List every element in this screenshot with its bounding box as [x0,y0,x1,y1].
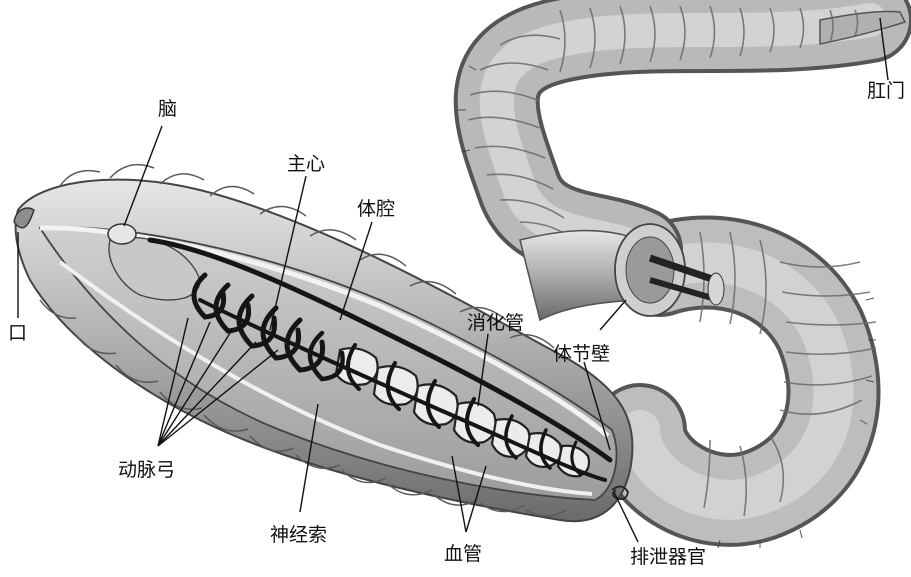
label-body-wall: 体节壁 [553,345,610,364]
label-blood-vessel: 血管 [444,545,482,564]
brain-structure [108,224,136,244]
label-mouth: 口 [8,324,27,343]
label-main-heart: 主心 [287,155,325,174]
label-brain: 脑 [158,100,177,119]
label-coelom: 体腔 [357,200,395,219]
label-nerve-cord: 神经索 [270,526,327,545]
label-aortic-arches: 动脉弓 [118,461,175,480]
label-digestive-tract: 消化管 [467,314,524,333]
label-anus: 肛门 [867,82,905,101]
label-excretory-organ: 排泄器官 [630,548,706,567]
